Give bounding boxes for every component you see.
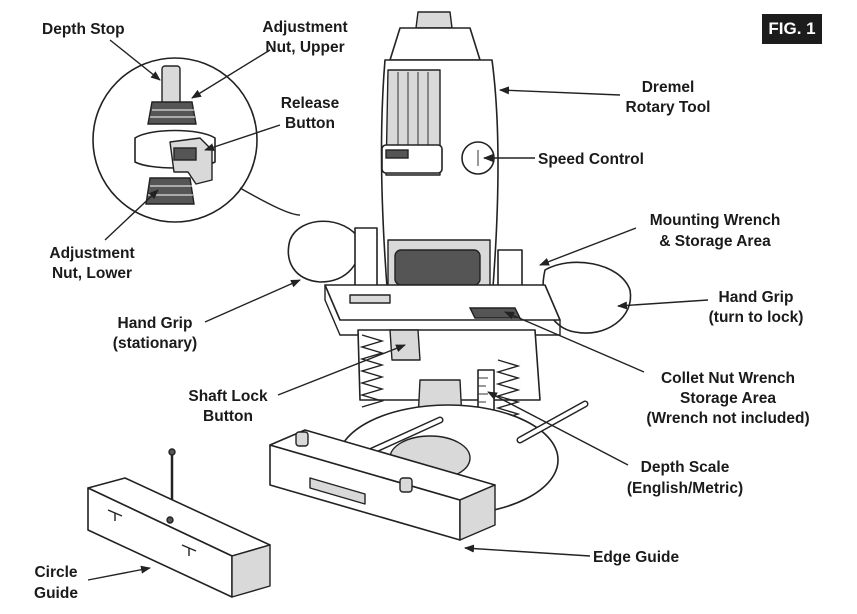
label-shaft-lock-button-2: Button [203, 408, 253, 425]
leader-lines [87, 39, 709, 581]
lower-nut [145, 177, 195, 205]
label-depth-scale-2: (English/Metric) [627, 480, 743, 497]
label-circle-guide-2: Guide [34, 585, 78, 602]
label-dremel-rotary-tool-2: Rotary Tool [626, 99, 711, 116]
label-collet-nut-wrench-1: Collet Nut Wrench [661, 370, 795, 387]
label-adjustment-nut-lower-1: Adjustment [49, 245, 134, 262]
label-adjustment-nut-upper-1: Adjustment [262, 19, 347, 36]
router-base [287, 220, 632, 516]
label-shaft-lock-button-1: Shaft Lock [188, 388, 268, 405]
label-collet-nut-wrench-2: Storage Area [680, 390, 776, 407]
label-circle-guide-1: Circle [34, 564, 77, 581]
label-mounting-wrench-2: & Storage Area [659, 233, 771, 250]
upper-nut [147, 101, 197, 125]
labels: Depth Stop Adjustment Nut, Upper Release… [34, 19, 810, 602]
label-dremel-rotary-tool-1: Dremel [642, 79, 695, 96]
right-hand-grip [542, 261, 632, 334]
edge-guide [269, 429, 496, 541]
label-hand-grip-lock-2: (turn to lock) [709, 309, 804, 326]
collet-wrench-storage [468, 307, 522, 319]
label-hand-grip-stationary-1: Hand Grip [118, 315, 193, 332]
label-release-button-2: Button [285, 115, 335, 132]
depth-stop-rod [161, 65, 181, 107]
label-hand-grip-stationary-2: (stationary) [113, 335, 197, 352]
left-hand-grip [287, 220, 361, 283]
label-adjustment-nut-lower-2: Nut, Lower [52, 265, 132, 282]
detail-inset [92, 57, 301, 223]
label-edge-guide: Edge Guide [593, 549, 680, 566]
figure-badge: FIG. 1 [762, 14, 822, 44]
label-mounting-wrench-1: Mounting Wrench [650, 212, 781, 229]
label-adjustment-nut-upper-2: Nut, Upper [265, 39, 344, 56]
label-hand-grip-lock-1: Hand Grip [719, 289, 794, 306]
label-speed-control: Speed Control [538, 151, 644, 168]
label-depth-stop: Depth Stop [42, 21, 125, 38]
label-collet-nut-wrench-3: (Wrench not included) [646, 410, 809, 427]
label-depth-scale-1: Depth Scale [641, 459, 730, 476]
label-release-button-1: Release [281, 95, 340, 112]
circle-guide [87, 448, 271, 598]
dremel-tool [380, 11, 499, 301]
